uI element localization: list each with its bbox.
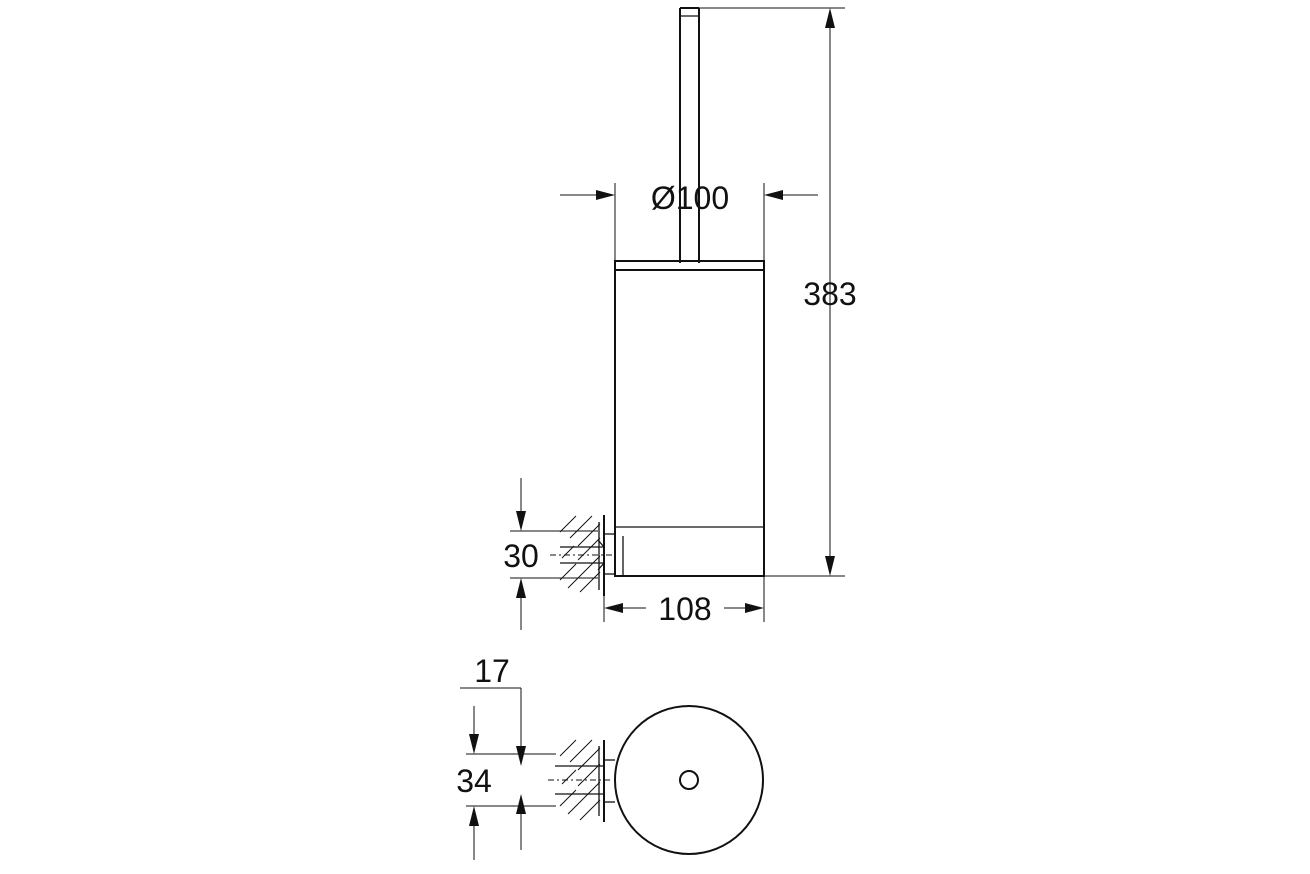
depth-label: 108 bbox=[658, 591, 711, 627]
diameter-dimension: Ø100 bbox=[560, 180, 818, 261]
bracket-height-dimension: 30 bbox=[503, 478, 598, 630]
depth-dimension: 108 bbox=[603, 576, 765, 627]
front-view: Ø100 383 108 30 bbox=[503, 7, 857, 630]
container-top-circle bbox=[614, 705, 764, 855]
wall-bracket-top bbox=[548, 739, 615, 822]
top-view: 17 34 bbox=[456, 653, 764, 860]
wall-bracket bbox=[550, 515, 615, 596]
height-dimension: 383 bbox=[699, 7, 857, 577]
wall-hatching bbox=[559, 515, 601, 593]
container-body bbox=[614, 260, 765, 577]
wall-hatching-top bbox=[559, 739, 601, 821]
bracket-offset-dimension: 17 bbox=[460, 653, 526, 850]
bracket-width-label: 34 bbox=[456, 763, 492, 799]
handle-hole bbox=[679, 770, 699, 790]
height-label: 383 bbox=[803, 276, 856, 312]
brush-handle bbox=[679, 7, 700, 263]
bracket-offset-label: 17 bbox=[474, 653, 510, 689]
bracket-height-label: 30 bbox=[503, 538, 539, 574]
bracket-width-dimension: 34 bbox=[456, 706, 556, 860]
diameter-label: Ø100 bbox=[651, 180, 729, 216]
